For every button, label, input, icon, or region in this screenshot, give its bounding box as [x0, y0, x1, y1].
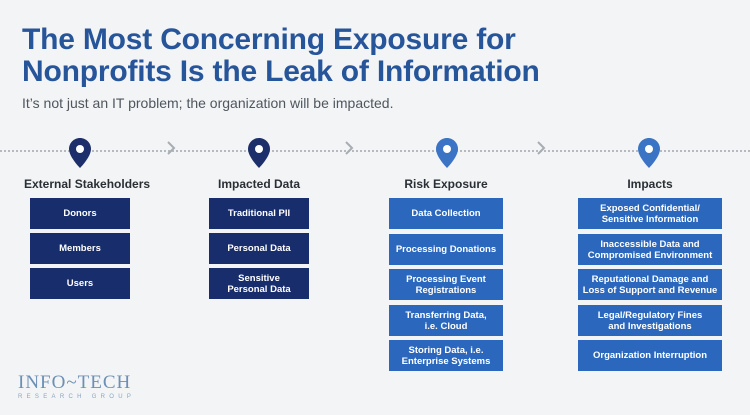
data-box: Traditional PII: [209, 198, 309, 229]
timeline-line: [0, 150, 750, 152]
box-label: Data Collection: [411, 208, 481, 219]
box-label: Users: [66, 278, 94, 289]
column-title: Risk Exposure: [404, 177, 488, 191]
risk-box: Storing Data, i.e. Enterprise Systems: [389, 340, 503, 371]
stakeholder-box: Members: [30, 233, 130, 264]
risk-box: Processing Donations: [389, 234, 503, 265]
box-label: Exposed Confidential/ Sensitive Informat…: [600, 202, 700, 225]
logo-wordmark: INFO~TECH: [18, 372, 132, 393]
column-title: External Stakeholders: [24, 177, 151, 191]
box-label: Sensitive Personal Data: [227, 272, 291, 295]
box-label: Donors: [63, 208, 97, 219]
column-title: Impacted Data: [217, 177, 301, 191]
impact-box: Inaccessible Data and Compromised Enviro…: [578, 234, 722, 265]
risk-box: Transferring Data, i.e. Cloud: [389, 305, 503, 336]
location-pin-icon: [436, 138, 458, 168]
data-box: Sensitive Personal Data: [209, 268, 309, 299]
box-label: Legal/Regulatory Fines and Investigation…: [597, 309, 703, 332]
stakeholder-box: Users: [30, 268, 130, 299]
page-title: The Most Concerning Exposure for Nonprof…: [22, 24, 722, 88]
impact-box: Organization Interruption: [578, 340, 722, 371]
box-label: Inaccessible Data and Compromised Enviro…: [587, 238, 713, 261]
box-label: Processing Donations: [395, 244, 497, 255]
location-pin-icon: [69, 138, 91, 168]
impact-box: Reputational Damage and Loss of Support …: [578, 269, 722, 300]
data-box: Personal Data: [209, 233, 309, 264]
chevron-right-icon: [345, 141, 354, 155]
chevron-right-icon: [167, 141, 176, 155]
box-label: Processing Event Registrations: [406, 273, 486, 296]
title-line-1: The Most Concerning Exposure for: [22, 23, 516, 56]
info-tech-logo: INFO~TECH RESEARCH GROUP: [18, 372, 136, 400]
impact-box: Exposed Confidential/ Sensitive Informat…: [578, 198, 722, 229]
title-line-2: Nonprofits Is the Leak of Information: [22, 55, 540, 88]
page-subtitle: It’s not just an IT problem; the organiz…: [22, 95, 394, 111]
box-label: Storing Data, i.e. Enterprise Systems: [401, 344, 491, 367]
box-label: Organization Interruption: [593, 350, 707, 361]
risk-box: Processing Event Registrations: [389, 269, 503, 300]
box-label: Reputational Damage and Loss of Support …: [582, 273, 718, 296]
chevron-right-icon: [537, 141, 546, 155]
box-label: Transferring Data, i.e. Cloud: [405, 309, 487, 332]
logo-tagline: RESEARCH GROUP: [18, 394, 136, 400]
box-label: Members: [59, 243, 101, 254]
location-pin-icon: [638, 138, 660, 168]
risk-box: Data Collection: [389, 198, 503, 229]
column-title: Impacts: [627, 177, 673, 191]
box-label: Traditional PII: [227, 208, 291, 219]
box-label: Personal Data: [227, 243, 291, 254]
impact-box: Legal/Regulatory Fines and Investigation…: [578, 305, 722, 336]
stakeholder-box: Donors: [30, 198, 130, 229]
location-pin-icon: [248, 138, 270, 168]
